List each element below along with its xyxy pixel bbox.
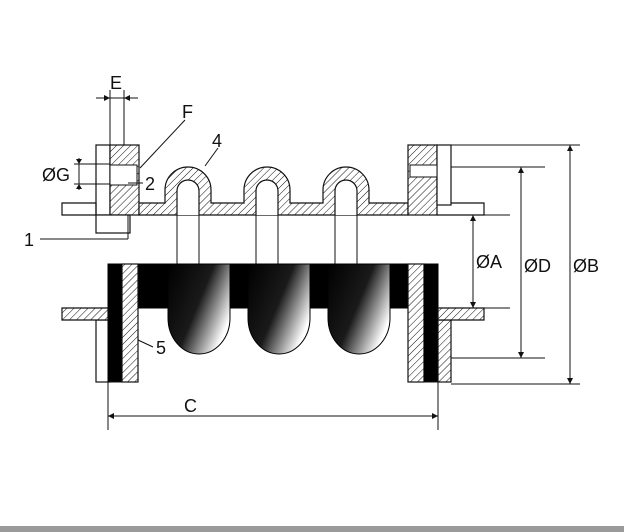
left-flange-top [95, 144, 111, 216]
lobe-3 [327, 263, 391, 355]
top-half-section [61, 144, 485, 265]
right-flange-top [436, 144, 452, 206]
dimension-lines [40, 90, 580, 430]
left-collar [95, 214, 131, 234]
footer-bar [0, 526, 624, 532]
arch-inner-3 [334, 179, 358, 215]
label-1: 1 [24, 230, 34, 250]
left-pipe-stub-bottom [61, 307, 109, 321]
left-flange-hatched-lower [121, 263, 139, 383]
label-d: ØD [524, 256, 551, 276]
lobe-1 [167, 263, 231, 355]
left-flange-solid [107, 263, 123, 383]
bolt-hole-right [409, 164, 438, 178]
right-flange-solid [423, 263, 439, 383]
arch-inner-1 [176, 179, 200, 215]
arch-inner-lines [176, 215, 358, 265]
label-f: F [182, 102, 193, 122]
left-pipe-stub-top [61, 202, 97, 216]
label-b: ØB [573, 256, 599, 276]
label-a: ØA [476, 252, 502, 272]
right-flange-lower [437, 319, 452, 383]
bolt-hole-left [109, 164, 138, 186]
label-e: E [110, 73, 122, 93]
lobe-2 [247, 263, 311, 355]
right-flange-hatched-top [407, 144, 438, 216]
label-c: C [184, 396, 197, 416]
arch-inner-2 [255, 179, 279, 215]
label-5: 5 [156, 338, 166, 358]
right-pipe-stub-bottom [437, 307, 485, 321]
label-4: 4 [212, 131, 222, 151]
labels: E F ØG 2 4 1 5 ØA ØD ØB C [24, 73, 599, 416]
label-2: 2 [145, 174, 155, 194]
right-flange-hatched-lower [407, 263, 425, 383]
label-g: ØG [42, 165, 70, 185]
bottom-half-section [61, 263, 485, 383]
